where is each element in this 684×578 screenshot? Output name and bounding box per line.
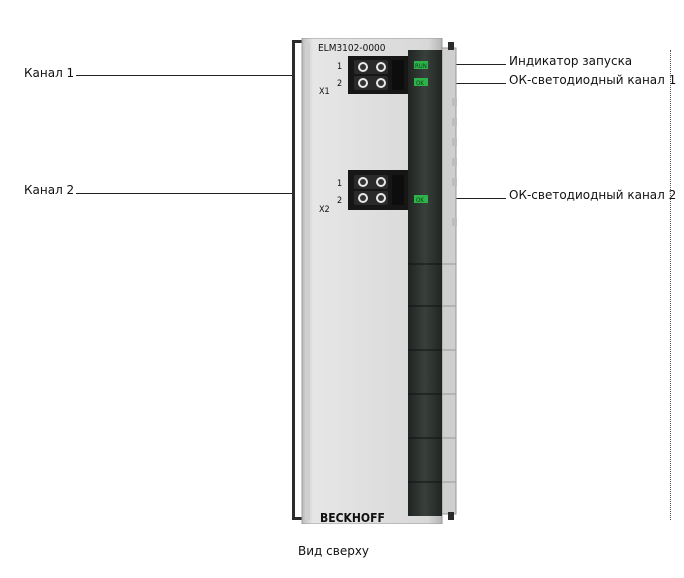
- run-indicator-label: Индикатор запуска: [509, 54, 633, 68]
- brand-logo-text: BECKHOFF: [320, 511, 385, 524]
- connector-x2-pin2: 2: [337, 196, 342, 206]
- top-view-caption: Вид сверху: [298, 544, 370, 558]
- channel-1-leader-line: [76, 75, 294, 76]
- ok-led-channel-1-label: ОК-светодиодный канал 1: [509, 73, 677, 87]
- ok-led-channel-2-leader-line: [452, 198, 506, 199]
- ok-led-channel-1-text: OK: [416, 80, 424, 87]
- module-drawing: RUN OK OK ELM3102-0000 1 2 X1: [292, 37, 457, 525]
- ok-led-channel-1-leader-line: [452, 83, 506, 84]
- run-led: [414, 61, 428, 69]
- channel-1-label: Канал 1: [24, 66, 75, 80]
- run-indicator-leader-line: [452, 64, 506, 65]
- channel-2-label: Канал 2: [24, 183, 75, 197]
- left-rail-bracket: [292, 40, 302, 520]
- led-strip: [408, 50, 442, 516]
- model-number: ELM3102-0000: [318, 43, 386, 54]
- run-led-label: RUN: [415, 63, 427, 70]
- ok-led-channel-2-text: OK: [416, 197, 424, 204]
- top-view-dotted-line: [670, 50, 671, 520]
- right-side-fins: [441, 42, 457, 520]
- ok-led-channel-2: [414, 195, 428, 203]
- connector-x1-pin2: 2: [337, 79, 342, 89]
- connector-x1-pin1: 1: [337, 62, 342, 72]
- connector-x1-label: X1: [319, 87, 330, 97]
- connector-x2-pin1: 1: [337, 179, 342, 189]
- led-strip-steps: [408, 263, 442, 483]
- connector-x1: [348, 56, 408, 94]
- connector-x2-label: X2: [319, 205, 330, 215]
- connector-x2: [348, 170, 408, 210]
- ok-led-channel-2-label: ОК-светодиодный канал 2: [509, 188, 677, 202]
- io-terminal-module: RUN OK OK ELM3102-0000 1 2 X1: [292, 37, 462, 525]
- channel-2-leader-line: [76, 193, 294, 194]
- ok-led-channel-1: [414, 78, 428, 86]
